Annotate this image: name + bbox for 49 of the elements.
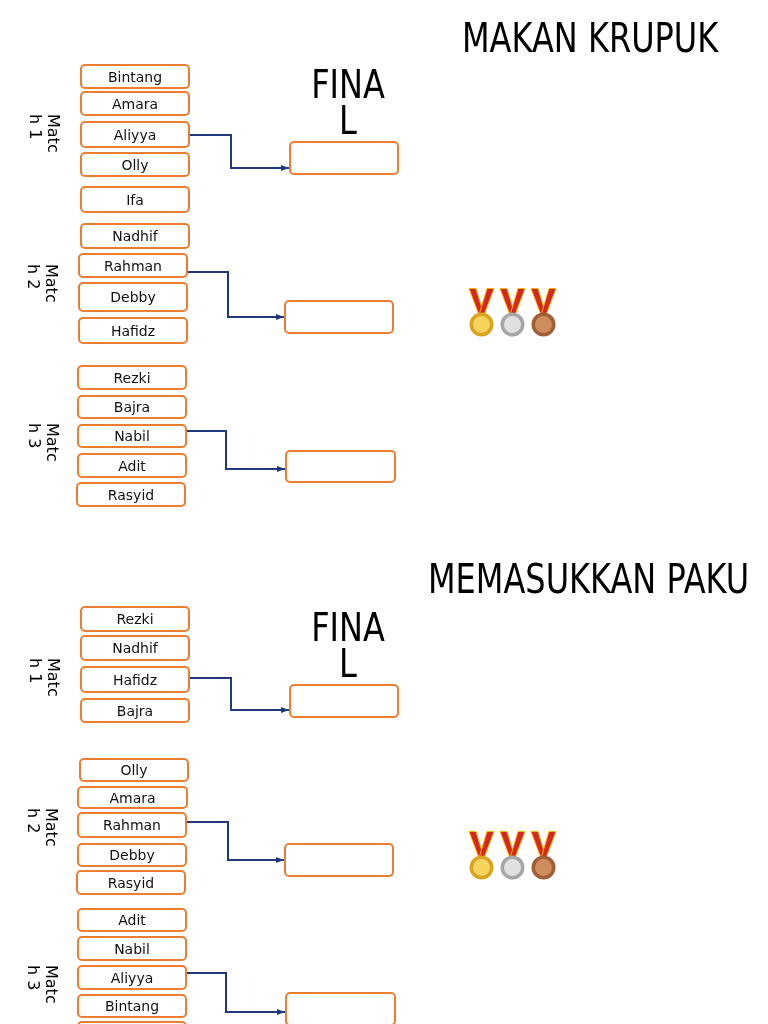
answer-box — [284, 843, 394, 877]
arrow — [186, 821, 285, 863]
arrow — [189, 134, 290, 171]
answer-box — [285, 450, 396, 483]
name-box: Rezki — [77, 365, 187, 390]
name-box: Bajra — [80, 698, 190, 723]
name-box: Nadhif — [80, 635, 190, 661]
name-box: Rahman — [78, 253, 188, 278]
match-label: Matc h 2 — [24, 808, 60, 849]
match-label: Matc h 2 — [24, 264, 60, 305]
column-heading: FINA L — [310, 66, 386, 140]
name-box: Adit — [77, 453, 187, 478]
name-box: Olly — [79, 758, 189, 782]
match-label: Matc h 3 — [24, 965, 60, 1006]
section-title: MAKAN KRUPUK — [462, 17, 719, 59]
name-box: Olly — [80, 152, 190, 177]
arrow — [186, 430, 286, 472]
name-box: Hafidz — [78, 317, 188, 344]
name-box: Debby — [78, 282, 188, 312]
name-box: Rezki — [80, 606, 190, 632]
name-box: Bintang — [77, 994, 187, 1018]
name-box: Amara — [77, 786, 188, 809]
match-label: Matc h 1 — [26, 658, 62, 699]
name-box: Hafidz — [80, 666, 190, 693]
match-label: Matc h 1 — [26, 114, 62, 155]
answer-box — [285, 992, 396, 1024]
name-box: Nabil — [77, 424, 187, 448]
name-box: Bajra — [77, 395, 187, 419]
name-box: Ifa — [80, 186, 190, 213]
arrow — [189, 677, 290, 713]
arrow — [186, 972, 286, 1015]
name-box: Aliyya — [80, 121, 190, 148]
answer-box — [289, 141, 399, 175]
name-box: Rasyid — [76, 482, 186, 507]
arrow — [187, 271, 285, 320]
answer-box — [284, 300, 394, 334]
name-box: Bintang — [80, 64, 190, 89]
section-title: MEMASUKKAN PAKU — [428, 558, 750, 600]
name-box: Aliyya — [77, 965, 187, 990]
name-box: Amara — [80, 91, 190, 116]
name-box: Nadhif — [80, 223, 190, 249]
name-box: Debby — [77, 843, 187, 867]
name-box: Nabil — [77, 936, 187, 961]
answer-box — [289, 684, 399, 718]
name-box: Rahman — [77, 812, 187, 838]
column-heading: FINA L — [310, 609, 386, 683]
name-box: Adit — [77, 908, 187, 932]
match-label: Matc h 3 — [25, 423, 61, 464]
name-box: Rasyid — [76, 870, 186, 895]
